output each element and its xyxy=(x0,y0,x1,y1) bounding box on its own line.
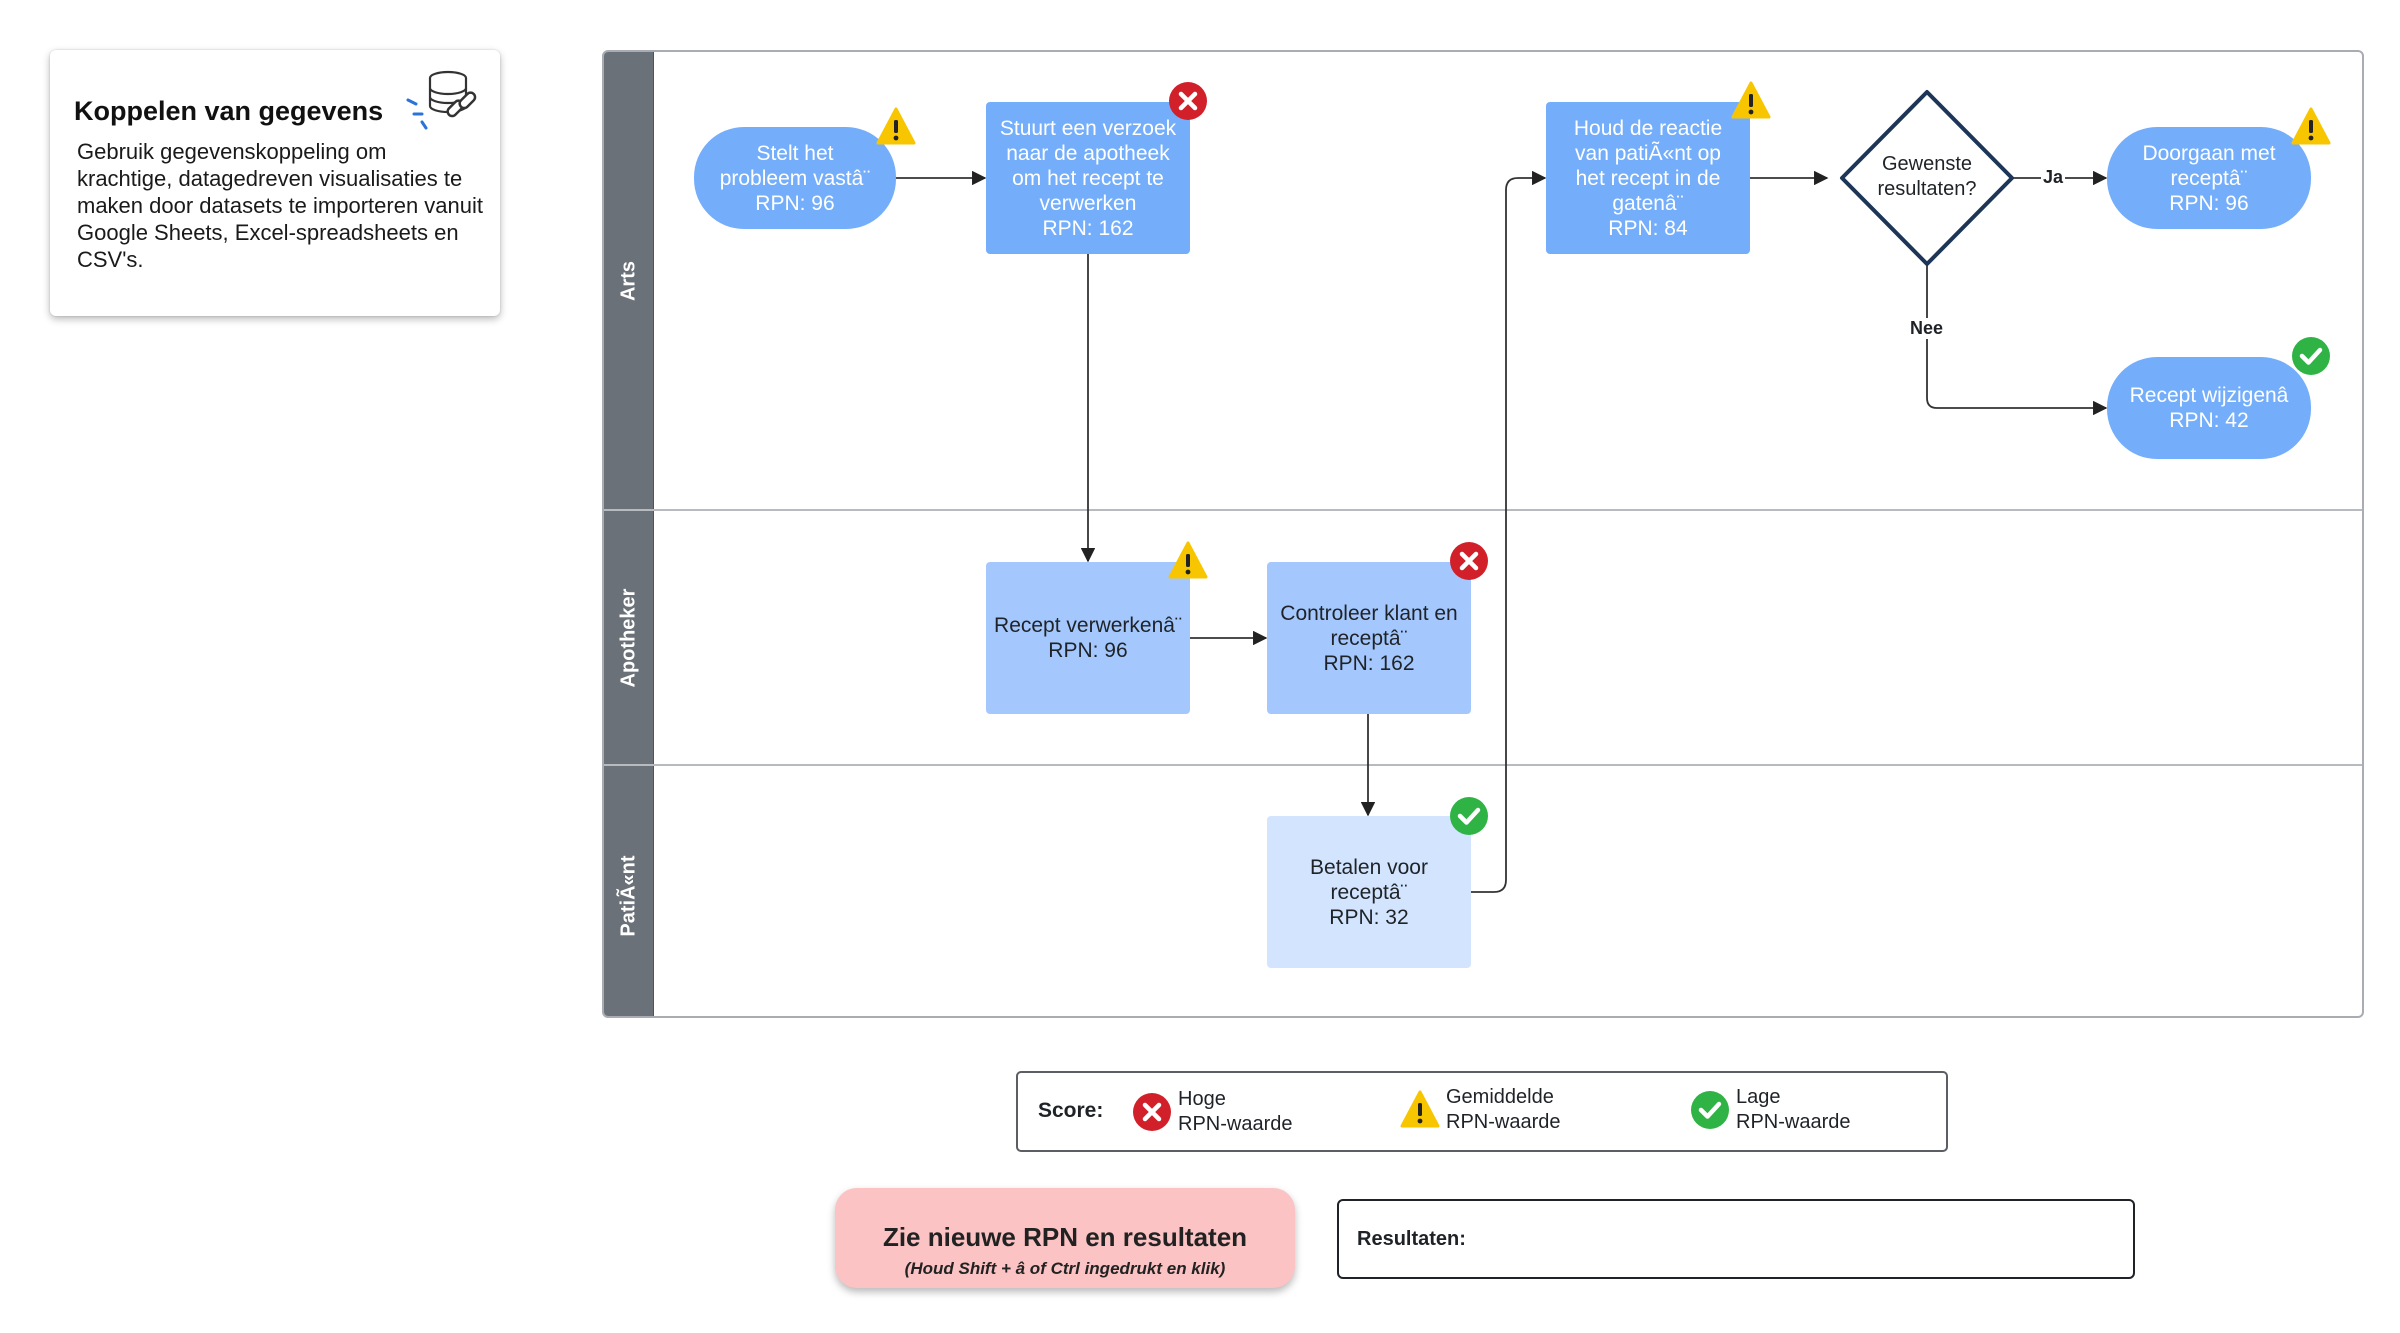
node-recept-verwerken[interactable]: Recept verwerkenâ¨RPN: 96 xyxy=(986,562,1190,714)
info-card-title: Koppelen van gegevens xyxy=(74,96,384,126)
legend-title: Score: xyxy=(1038,1099,1104,1122)
rpn-button-label: Zie nieuwe RPN en resultaten xyxy=(882,1221,1248,1252)
database-link-icon xyxy=(406,70,477,130)
info-card-body: Gebruik gegevenskoppeling om krachtige, … xyxy=(77,139,484,272)
lane-header-patient: PatiÃ«nt xyxy=(604,766,654,1016)
results-box: Resultaten: xyxy=(1337,1199,2135,1279)
see-new-rpn-button[interactable]: Zie nieuwe RPN en resultaten (Houd Shift… xyxy=(835,1188,1295,1288)
swimlane-diagram: Arts Apotheker PatiÃ«nt xyxy=(602,50,2364,1018)
warning-icon xyxy=(1168,541,1208,579)
high-x-icon xyxy=(1450,542,1488,580)
medium-warning-icon xyxy=(1400,1090,1440,1128)
edge-betalen-houd xyxy=(1470,170,1547,893)
info-card: Koppelen van gegevens Gebruik gegevensko… xyxy=(50,50,500,316)
lane-header-arts: Arts xyxy=(604,52,654,510)
lane-separator xyxy=(604,764,2362,766)
high-x-icon xyxy=(1133,1093,1171,1131)
rpn-button-sublabel: (Houd Shift + â of Ctrl ingedrukt en kli… xyxy=(904,1258,1226,1278)
high-x-icon xyxy=(1169,82,1207,120)
low-check-icon xyxy=(1691,1091,1729,1129)
edge-gewenste-wijzigen xyxy=(1926,265,2108,416)
warning-icon xyxy=(876,107,916,145)
warning-icon xyxy=(2291,107,2331,145)
edge-label-nee: Nee xyxy=(1908,318,1946,339)
lane-header-apotheker: Apotheker xyxy=(604,511,654,765)
decision-diamond xyxy=(1840,90,2014,266)
low-check-icon xyxy=(1450,797,1488,835)
edge-label-ja: Ja xyxy=(2041,167,2066,188)
results-label: Resultaten: xyxy=(1357,1228,1466,1250)
low-check-icon xyxy=(2292,337,2330,375)
lane-separator xyxy=(604,509,2362,511)
warning-icon xyxy=(1731,81,1771,119)
